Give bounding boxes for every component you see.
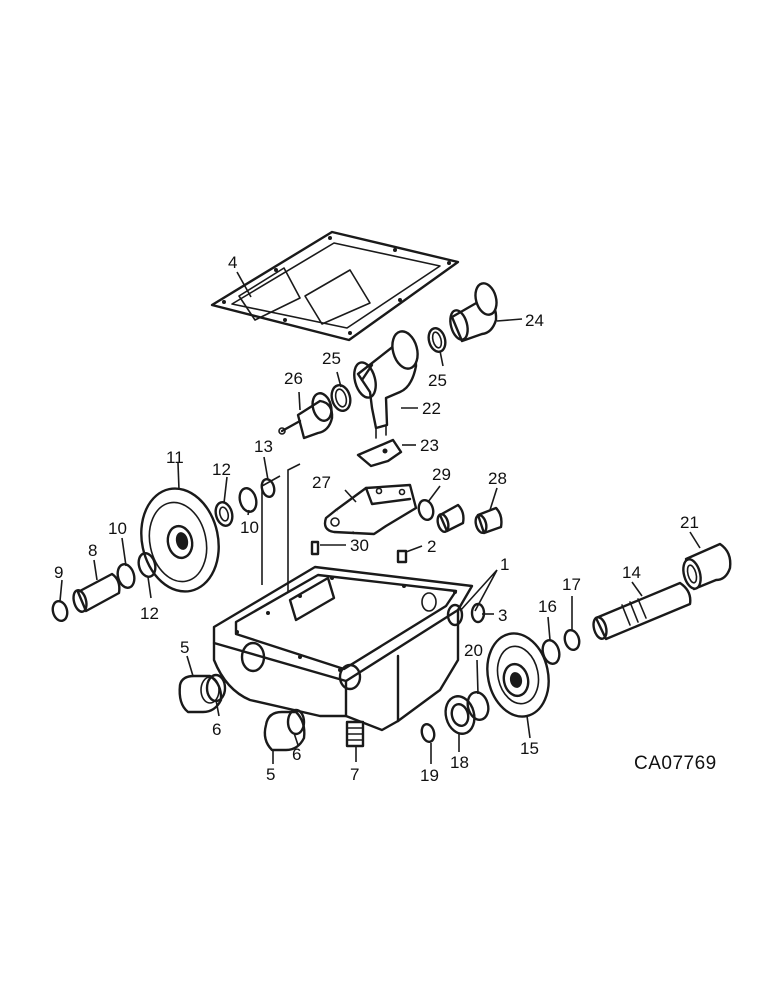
- callout-6-left: 6: [212, 720, 221, 739]
- seal-part-6-right: [286, 708, 306, 736]
- sleeve-part-21: [682, 542, 732, 591]
- leader-lines: [59, 271, 701, 764]
- strainer-part-7: [345, 720, 365, 748]
- callout-5-right: 5: [266, 765, 275, 784]
- housing-part-22: [353, 330, 419, 439]
- callout-25-left: 25: [322, 349, 341, 368]
- gasket-part-4: [210, 230, 460, 342]
- callout-3: 3: [498, 606, 507, 625]
- dowel-part-30: [310, 540, 320, 556]
- callout-23: 23: [420, 436, 439, 455]
- callout-24: 24: [525, 311, 544, 330]
- washer-part-29: [417, 498, 435, 522]
- lever-bracket-part-27: [323, 483, 418, 536]
- callout-13: 13: [254, 437, 273, 456]
- clip-part-23: [356, 438, 403, 468]
- callout-2: 2: [427, 537, 436, 556]
- callout-21: 21: [680, 513, 699, 532]
- shaft-part-8: [72, 572, 121, 613]
- callout-28: 28: [488, 469, 507, 488]
- sleeve-part-24: [449, 282, 498, 343]
- callout-22: 22: [422, 399, 441, 418]
- housing-case: [212, 565, 474, 732]
- washer-part-16: [541, 639, 561, 665]
- callout-1: 1: [500, 555, 509, 574]
- snap-ring-part-9: [51, 599, 69, 623]
- callout-20: 20: [464, 641, 483, 660]
- callout-6-right: 6: [292, 745, 301, 764]
- washer-part-10-upper: [238, 487, 258, 513]
- callout-5-left: 5: [180, 638, 189, 657]
- callout-14: 14: [622, 563, 641, 582]
- callout-15: 15: [520, 739, 539, 758]
- callout-4: 4: [228, 253, 237, 272]
- callout-18: 18: [450, 753, 469, 772]
- callout-29: 29: [432, 465, 451, 484]
- callout-labels: 4 24 25 25 26 22 23 29 28 27 30 2 1 3 13…: [54, 253, 699, 785]
- washer-part-12-lower: [137, 552, 157, 578]
- washer-part-10-lower: [116, 563, 136, 589]
- seal-part-20: [466, 691, 490, 721]
- dowel-part-2: [396, 549, 408, 564]
- shaft-part-14: [592, 581, 692, 641]
- callout-19: 19: [420, 766, 439, 785]
- callout-12-lower: 12: [140, 604, 159, 623]
- callout-16: 16: [538, 597, 557, 616]
- callout-27: 27: [312, 473, 331, 492]
- snap-ring-part-25-right: [427, 327, 447, 353]
- snap-ring-part-25-left: [330, 384, 352, 412]
- callout-7: 7: [350, 765, 359, 784]
- plug-part-5-right: [263, 710, 306, 752]
- callout-17: 17: [562, 575, 581, 594]
- callout-25-right: 25: [428, 371, 447, 390]
- snap-ring-part-19: [420, 722, 436, 744]
- callout-11: 11: [166, 448, 184, 467]
- callout-8: 8: [88, 541, 97, 560]
- plug-part-5-left: [178, 674, 223, 714]
- callout-10-upper: 10: [240, 518, 259, 537]
- bearing-part-12-upper: [214, 501, 234, 527]
- gear-part-11: [140, 487, 220, 593]
- callout-12-upper: 12: [212, 460, 231, 479]
- pin-bushing-part-28: [436, 503, 503, 535]
- callout-10-lower: 10: [108, 519, 127, 538]
- piston-part-26: [278, 392, 334, 440]
- callout-30: 30: [350, 536, 369, 555]
- callout-26: 26: [284, 369, 303, 388]
- callout-9: 9: [54, 563, 63, 582]
- drawing-code: CA07769: [634, 753, 717, 774]
- snap-ring-part-17: [563, 628, 581, 652]
